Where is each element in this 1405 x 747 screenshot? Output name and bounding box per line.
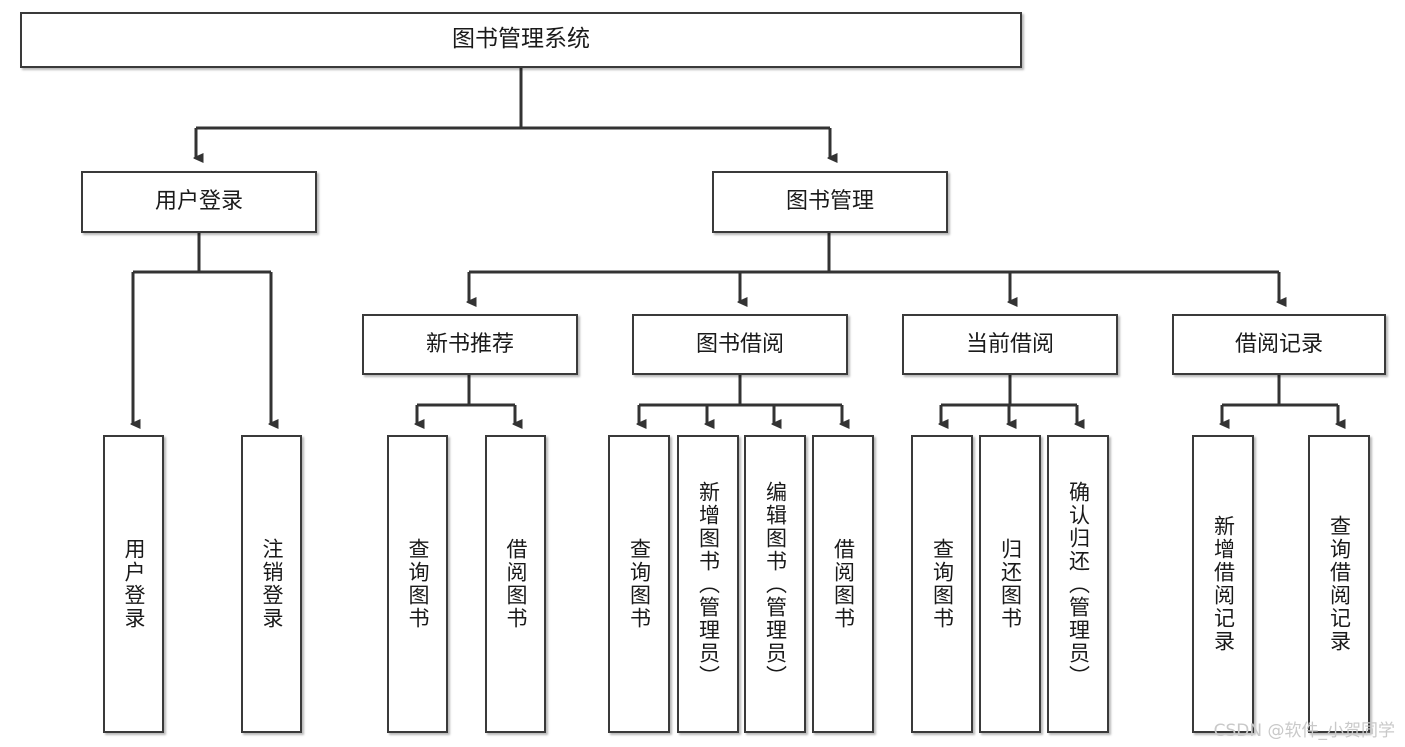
node-label: 图书管理系统 (452, 26, 590, 53)
node-user-login[interactable]: 用户登录 (81, 171, 317, 233)
leaf-current-confirm-return[interactable]: 确认归还（管理员） (1047, 435, 1109, 733)
node-label: 用户登录 (122, 538, 146, 630)
node-current-borrow[interactable]: 当前借阅 (902, 314, 1118, 375)
node-label: 新增借阅记录 (1211, 515, 1236, 653)
csdn-watermark: CSDN @软件_小贺同学 (1213, 721, 1395, 741)
node-root-system[interactable]: 图书管理系统 (20, 12, 1022, 68)
leaf-user-login-logout[interactable]: 注销登录 (241, 435, 302, 733)
leaf-current-return-book[interactable]: 归还图书 (979, 435, 1041, 733)
leaf-recommend-borrow-book[interactable]: 借阅图书 (485, 435, 546, 733)
node-new-book-recommend[interactable]: 新书推荐 (362, 314, 578, 375)
node-label: 图书管理 (785, 189, 874, 215)
leaf-records-add-record[interactable]: 新增借阅记录 (1192, 435, 1254, 733)
node-book-borrow[interactable]: 图书借阅 (632, 314, 848, 375)
leaf-current-query-book[interactable]: 查询图书 (911, 435, 973, 733)
leaf-borrow-add-book[interactable]: 新增图书（管理员） (677, 435, 739, 733)
node-label: 用户登录 (154, 189, 243, 215)
node-label: 借阅图书 (831, 538, 856, 630)
leaf-borrow-query-book[interactable]: 查询图书 (608, 435, 670, 733)
leaf-borrow-borrow-book[interactable]: 借阅图书 (812, 435, 874, 733)
node-label: 查询借阅记录 (1327, 515, 1352, 653)
leaf-records-query-record[interactable]: 查询借阅记录 (1308, 435, 1370, 733)
leaf-borrow-edit-book[interactable]: 编辑图书（管理员） (744, 435, 806, 733)
node-book-management[interactable]: 图书管理 (712, 171, 948, 233)
node-label: 编辑图书（管理员） (763, 480, 788, 688)
node-label: 借阅图书 (504, 538, 528, 630)
node-label: 查询图书 (406, 538, 430, 630)
node-label: 归还图书 (998, 538, 1023, 630)
node-label: 借阅记录 (1234, 331, 1323, 357)
leaf-user-login-login[interactable]: 用户登录 (103, 435, 164, 733)
leaf-recommend-query-book[interactable]: 查询图书 (387, 435, 448, 733)
node-label: 查询图书 (627, 538, 652, 630)
node-label: 新书推荐 (425, 331, 514, 357)
node-label: 图书借阅 (695, 331, 784, 357)
node-borrow-records[interactable]: 借阅记录 (1172, 314, 1386, 375)
node-label: 新增图书（管理员） (696, 480, 721, 688)
node-label: 查询图书 (930, 538, 955, 630)
node-label: 确认归还（管理员） (1066, 480, 1091, 688)
node-label: 注销登录 (260, 538, 284, 630)
node-label: 当前借阅 (965, 331, 1054, 357)
